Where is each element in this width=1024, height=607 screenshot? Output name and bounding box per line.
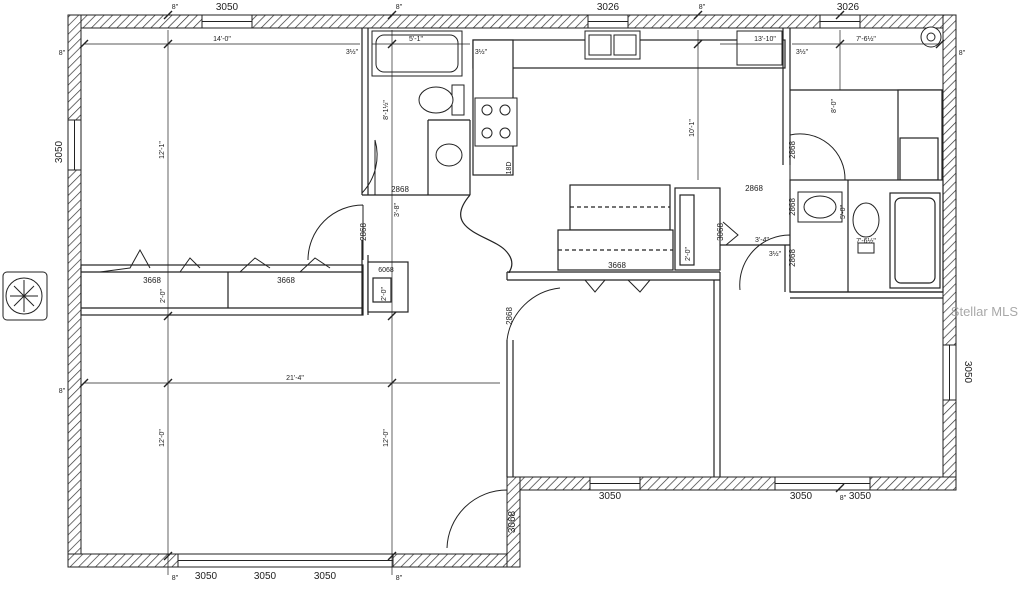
dim-5-1: 5'-1" xyxy=(409,36,423,43)
dim-2-0a: 2'-0" xyxy=(160,289,167,303)
door-swings xyxy=(307,133,846,555)
door-laundry xyxy=(722,221,739,246)
dim-half-3: 3½" xyxy=(796,48,809,56)
dim-half-4: 3½" xyxy=(769,250,782,258)
dim-eight-4: 8" xyxy=(59,50,66,57)
dim-2-0c: 2'-0" xyxy=(685,247,692,261)
dim-eight-6: 8" xyxy=(59,388,66,395)
label-kitchen-door: 2868 xyxy=(788,141,797,159)
door-bed1 xyxy=(307,204,364,261)
label-closet-small: 6068 xyxy=(378,267,394,274)
door-bath2 xyxy=(739,234,791,292)
windows xyxy=(67,14,957,568)
dim-half-2: 3½" xyxy=(475,48,488,56)
dim-7-6b: 7'-6½" xyxy=(856,237,876,245)
label-range: 18D xyxy=(506,162,513,175)
label-closet-b: 3668 xyxy=(277,276,295,285)
dimension-lines xyxy=(84,30,940,575)
watermark: Stellar MLS xyxy=(951,304,1019,319)
label-window-bottom-1: 3050 xyxy=(195,571,218,582)
label-window-mid-bottom-3: 3050 xyxy=(849,491,872,502)
dim-3-8: 3'-8" xyxy=(394,203,401,217)
door-kitchen-hall xyxy=(789,133,846,181)
dim-eight-2: 8" xyxy=(396,4,403,11)
dim-12-0a: 12'-0" xyxy=(159,429,166,447)
label-door-bath2: 2868 xyxy=(788,249,797,267)
counter-curve xyxy=(460,194,513,274)
dim-10-1: 10'-1" xyxy=(689,119,696,137)
label-door-hall2: 2868 xyxy=(745,184,763,193)
label-window-mid-bottom-2: 3050 xyxy=(790,491,813,502)
interior-walls xyxy=(80,28,944,477)
label-hall-door2: 2868 xyxy=(788,198,797,216)
dim-5-0: 5'-0" xyxy=(840,205,847,219)
dim-14-0: 14'-0" xyxy=(213,36,231,43)
dim-13-10: 13'-10" xyxy=(754,36,776,43)
dim-3-4: 3'-4" xyxy=(755,237,769,244)
ac-unit xyxy=(2,271,48,321)
dim-2-0b: 2'-0" xyxy=(381,287,388,301)
door-front xyxy=(446,489,508,555)
label-window-bottom-3: 3050 xyxy=(314,571,337,582)
dim-eight-1: 8" xyxy=(172,4,179,11)
door-hall xyxy=(506,279,561,341)
dim-21-4: 21'-4" xyxy=(286,375,304,382)
refrigerator xyxy=(736,30,783,66)
dim-8-0: 8'-0" xyxy=(831,99,838,113)
label-hall-door: 2868 xyxy=(505,307,514,325)
dim-half-1: 3½" xyxy=(346,48,359,56)
dim-12-0b: 12'-0" xyxy=(383,429,390,447)
door-bath1 xyxy=(361,139,378,195)
label-front-door: 3068 xyxy=(507,510,518,533)
label-window-bottom-2: 3050 xyxy=(254,571,277,582)
label-closet-a: 3668 xyxy=(143,276,161,285)
dim-eight-7: 8" xyxy=(172,575,179,582)
dim-12-1: 12'-1" xyxy=(159,141,166,159)
dim-eight-9: 8" xyxy=(840,495,847,502)
label-window-top-mid: 3026 xyxy=(597,2,620,13)
range xyxy=(474,97,518,147)
label-window-top-right: 3026 xyxy=(837,2,860,13)
bifold-doors xyxy=(99,248,651,293)
toilet-2 xyxy=(852,202,880,238)
toilet-1 xyxy=(451,84,465,116)
dim-eight-3: 8" xyxy=(699,4,706,11)
label-bed-door: 2868 xyxy=(359,223,368,241)
dim-7-6: 7'-6½" xyxy=(856,35,876,43)
dim-eight-5: 8" xyxy=(959,50,966,57)
label-window-top-left: 3050 xyxy=(216,2,239,13)
dimension-ticks xyxy=(79,10,945,561)
dim-eight-8: 8" xyxy=(396,575,403,582)
dim-8-1: 8'-1½" xyxy=(382,100,390,120)
label-closet-c: 3668 xyxy=(608,261,626,270)
label-window-right: 3050 xyxy=(962,361,973,384)
label-door-bath1: 2868 xyxy=(391,185,409,194)
sink-1 xyxy=(435,143,463,167)
label-hall-3068: 3068 xyxy=(716,223,725,241)
label-window-left: 3050 xyxy=(54,140,65,163)
label-window-mid-bottom-1: 3050 xyxy=(599,491,622,502)
